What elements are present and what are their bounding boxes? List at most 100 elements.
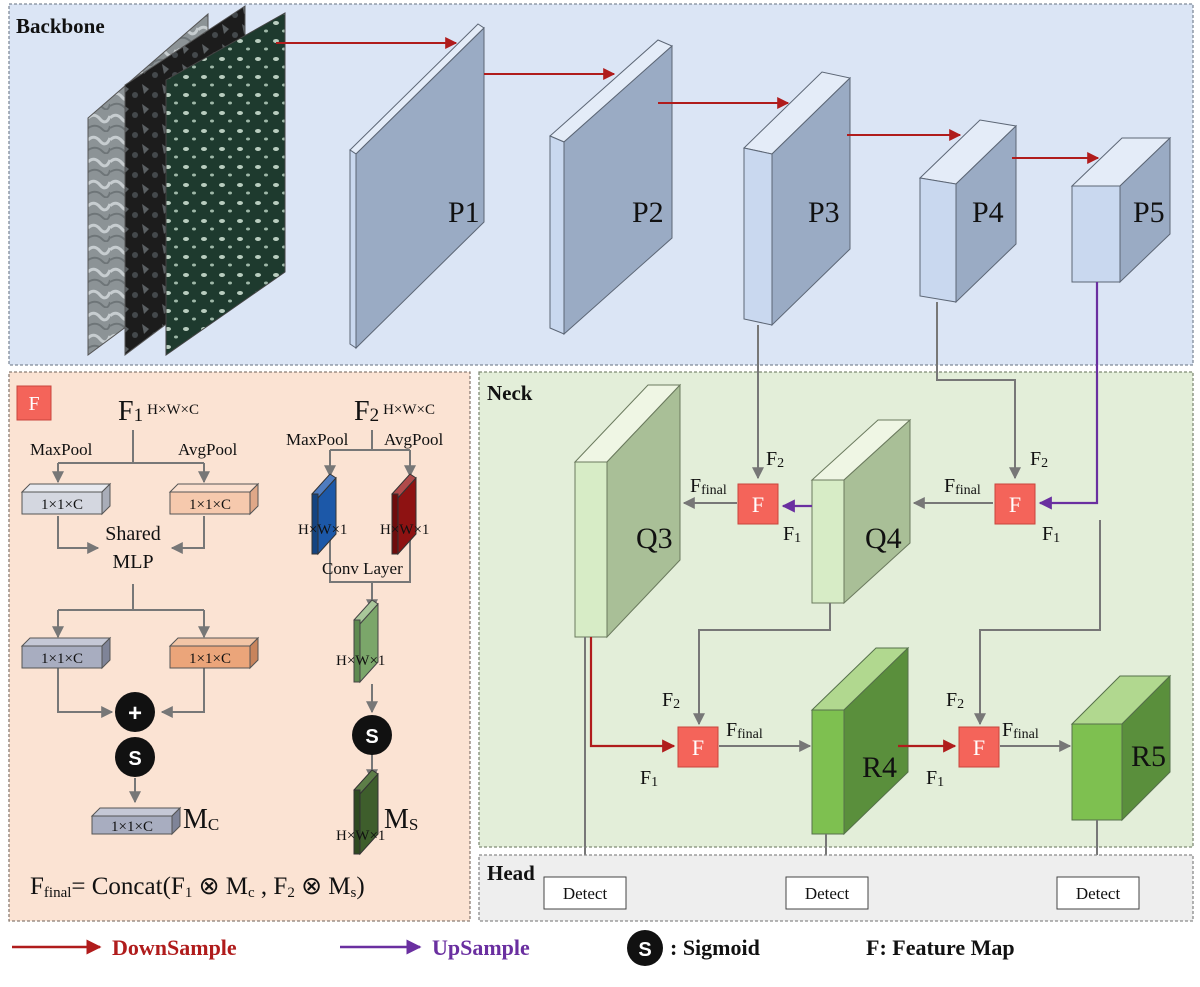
spatial-map-ms	[353, 769, 379, 856]
legend-upsample-label: UpSample	[432, 935, 530, 960]
svg-text:S: S	[128, 748, 141, 770]
label-p1: P1	[448, 196, 480, 229]
fuse-box-p5q4: F	[994, 483, 1036, 525]
layer-p3: P3	[742, 71, 852, 327]
ms-label: MS	[384, 804, 418, 835]
hw1-label-avg: H×W×1	[380, 522, 429, 538]
label-q3: Q3	[636, 522, 673, 555]
legend-downsample-label: DownSample	[112, 935, 237, 960]
layer-p5: P5	[1070, 136, 1172, 284]
layer-p1: P1	[349, 23, 485, 350]
vec-mlp-avg: 1×1×C	[168, 636, 260, 670]
fuse-io-labels: F2 Ffinal F1 F2 Ffinal F1 F2 Ffinal F1 F…	[640, 448, 1060, 790]
fuse-box-q4q3: F	[737, 483, 779, 525]
neck-connectors	[579, 302, 1103, 878]
label-p5: P5	[1133, 196, 1165, 229]
neck-title: Neck	[487, 381, 533, 405]
fuse-box-r4r5: F	[958, 726, 1000, 768]
label-p3: P3	[808, 196, 840, 229]
svg-text:1×1×C: 1×1×C	[189, 651, 231, 667]
conv-layer-label: Conv Layer	[322, 559, 403, 578]
mc-label: MC	[183, 804, 219, 835]
svg-text:Detect: Detect	[805, 884, 850, 903]
svg-text:1×1×C: 1×1×C	[41, 497, 83, 513]
f2-label-2: F2	[1030, 448, 1048, 471]
f1-label-1: F1	[783, 523, 801, 546]
vec-avgpool: 1×1×C	[168, 482, 260, 516]
plus-circle	[115, 692, 155, 732]
f1-label-4: F1	[926, 767, 944, 790]
hw1-label-ms: H×W×1	[336, 828, 385, 844]
detect-box-3: Detect	[1056, 876, 1140, 910]
layer-p4: P4	[918, 119, 1018, 304]
spatial-map-conv	[353, 599, 379, 684]
sigmoid-circle-channel	[115, 737, 155, 777]
detect-box-2: Detect	[785, 876, 869, 910]
svg-text:Detect: Detect	[1076, 884, 1121, 903]
ffinal-label-1: Ffinal	[690, 475, 727, 498]
avgpool-label-1: AvgPool	[178, 440, 237, 459]
f2-label-3: F2	[662, 689, 680, 712]
vec-mlp-max: 1×1×C	[20, 636, 112, 670]
sigmoid-circle-spatial	[352, 715, 392, 755]
backbone-title: Backbone	[16, 14, 105, 38]
input-image-stack	[87, 5, 286, 356]
ffinal-label-4: Ffinal	[1002, 719, 1039, 742]
fusion-formula: Ffinal= Concat(F1 ⊗ Mc , F2 ⊗ Ms)	[30, 873, 365, 901]
svg-text:F: F	[973, 735, 985, 760]
svg-text:1×1×C: 1×1×C	[111, 819, 153, 835]
label-r4: R4	[862, 751, 897, 784]
backbone-downsample-arrows	[276, 37, 1100, 164]
spatial-map-max	[311, 473, 337, 556]
spatial-map-avg	[391, 473, 417, 556]
head-title: Head	[487, 861, 535, 885]
fuse-box-q3r4: F	[677, 726, 719, 768]
f2-label-1: F2	[766, 448, 784, 471]
fusion-badge	[16, 385, 52, 421]
svg-text:F: F	[752, 492, 764, 517]
layer-r4: R4	[810, 646, 910, 836]
detect-box-1: Detect	[543, 876, 627, 910]
svg-text:F: F	[1009, 492, 1021, 517]
upsample-arrows	[781, 282, 1099, 513]
neck-downsample-arrows	[589, 637, 957, 753]
avgpool-label-2: AvgPool	[384, 430, 443, 449]
label-r5: R5	[1131, 740, 1166, 773]
maxpool-label-2: MaxPool	[286, 430, 349, 449]
hw1-label-max: H×W×1	[298, 522, 347, 538]
legend-sigmoid-label: : Sigmoid	[670, 935, 760, 960]
layer-p2: P2	[549, 39, 673, 336]
legend: DownSample UpSample S : Sigmoid F: Featu…	[12, 930, 1015, 966]
layer-q3: Q3	[573, 383, 682, 639]
label-q4: Q4	[865, 522, 902, 555]
svg-text:Detect: Detect	[563, 884, 608, 903]
ffinal-label-3: Ffinal	[726, 719, 763, 742]
maxpool-label-1: MaxPool	[30, 440, 93, 459]
svg-text:F: F	[692, 735, 704, 760]
svg-text:1×1×C: 1×1×C	[41, 651, 83, 667]
vec-mc: 1×1×C	[90, 806, 182, 836]
shared-mlp-label-1: Shared	[105, 523, 161, 545]
vec-maxpool: 1×1×C	[20, 482, 112, 516]
shared-mlp-label-2: MLP	[112, 551, 153, 573]
channel-attention-lines	[52, 430, 210, 804]
svg-text:S: S	[365, 726, 378, 748]
svg-text:1×1×C: 1×1×C	[189, 497, 231, 513]
f2-label-4: F2	[946, 689, 964, 712]
svg-text:S: S	[638, 939, 651, 961]
legend-feature-map-label: F: Feature Map	[866, 935, 1015, 960]
f1-label-2: F1	[1042, 523, 1060, 546]
svg-text:+: +	[128, 700, 142, 727]
label-p4: P4	[972, 196, 1004, 229]
layer-r5: R5	[1070, 674, 1172, 822]
ffinal-label-2: Ffinal	[944, 475, 981, 498]
f1-label-3: F1	[640, 767, 658, 790]
legend-sigmoid-icon	[627, 930, 663, 966]
label-p2: P2	[632, 196, 664, 229]
fusion-badge-letter: F	[28, 393, 39, 415]
hw1-label-conv: H×W×1	[336, 653, 385, 669]
layer-q4: Q4	[810, 418, 912, 605]
